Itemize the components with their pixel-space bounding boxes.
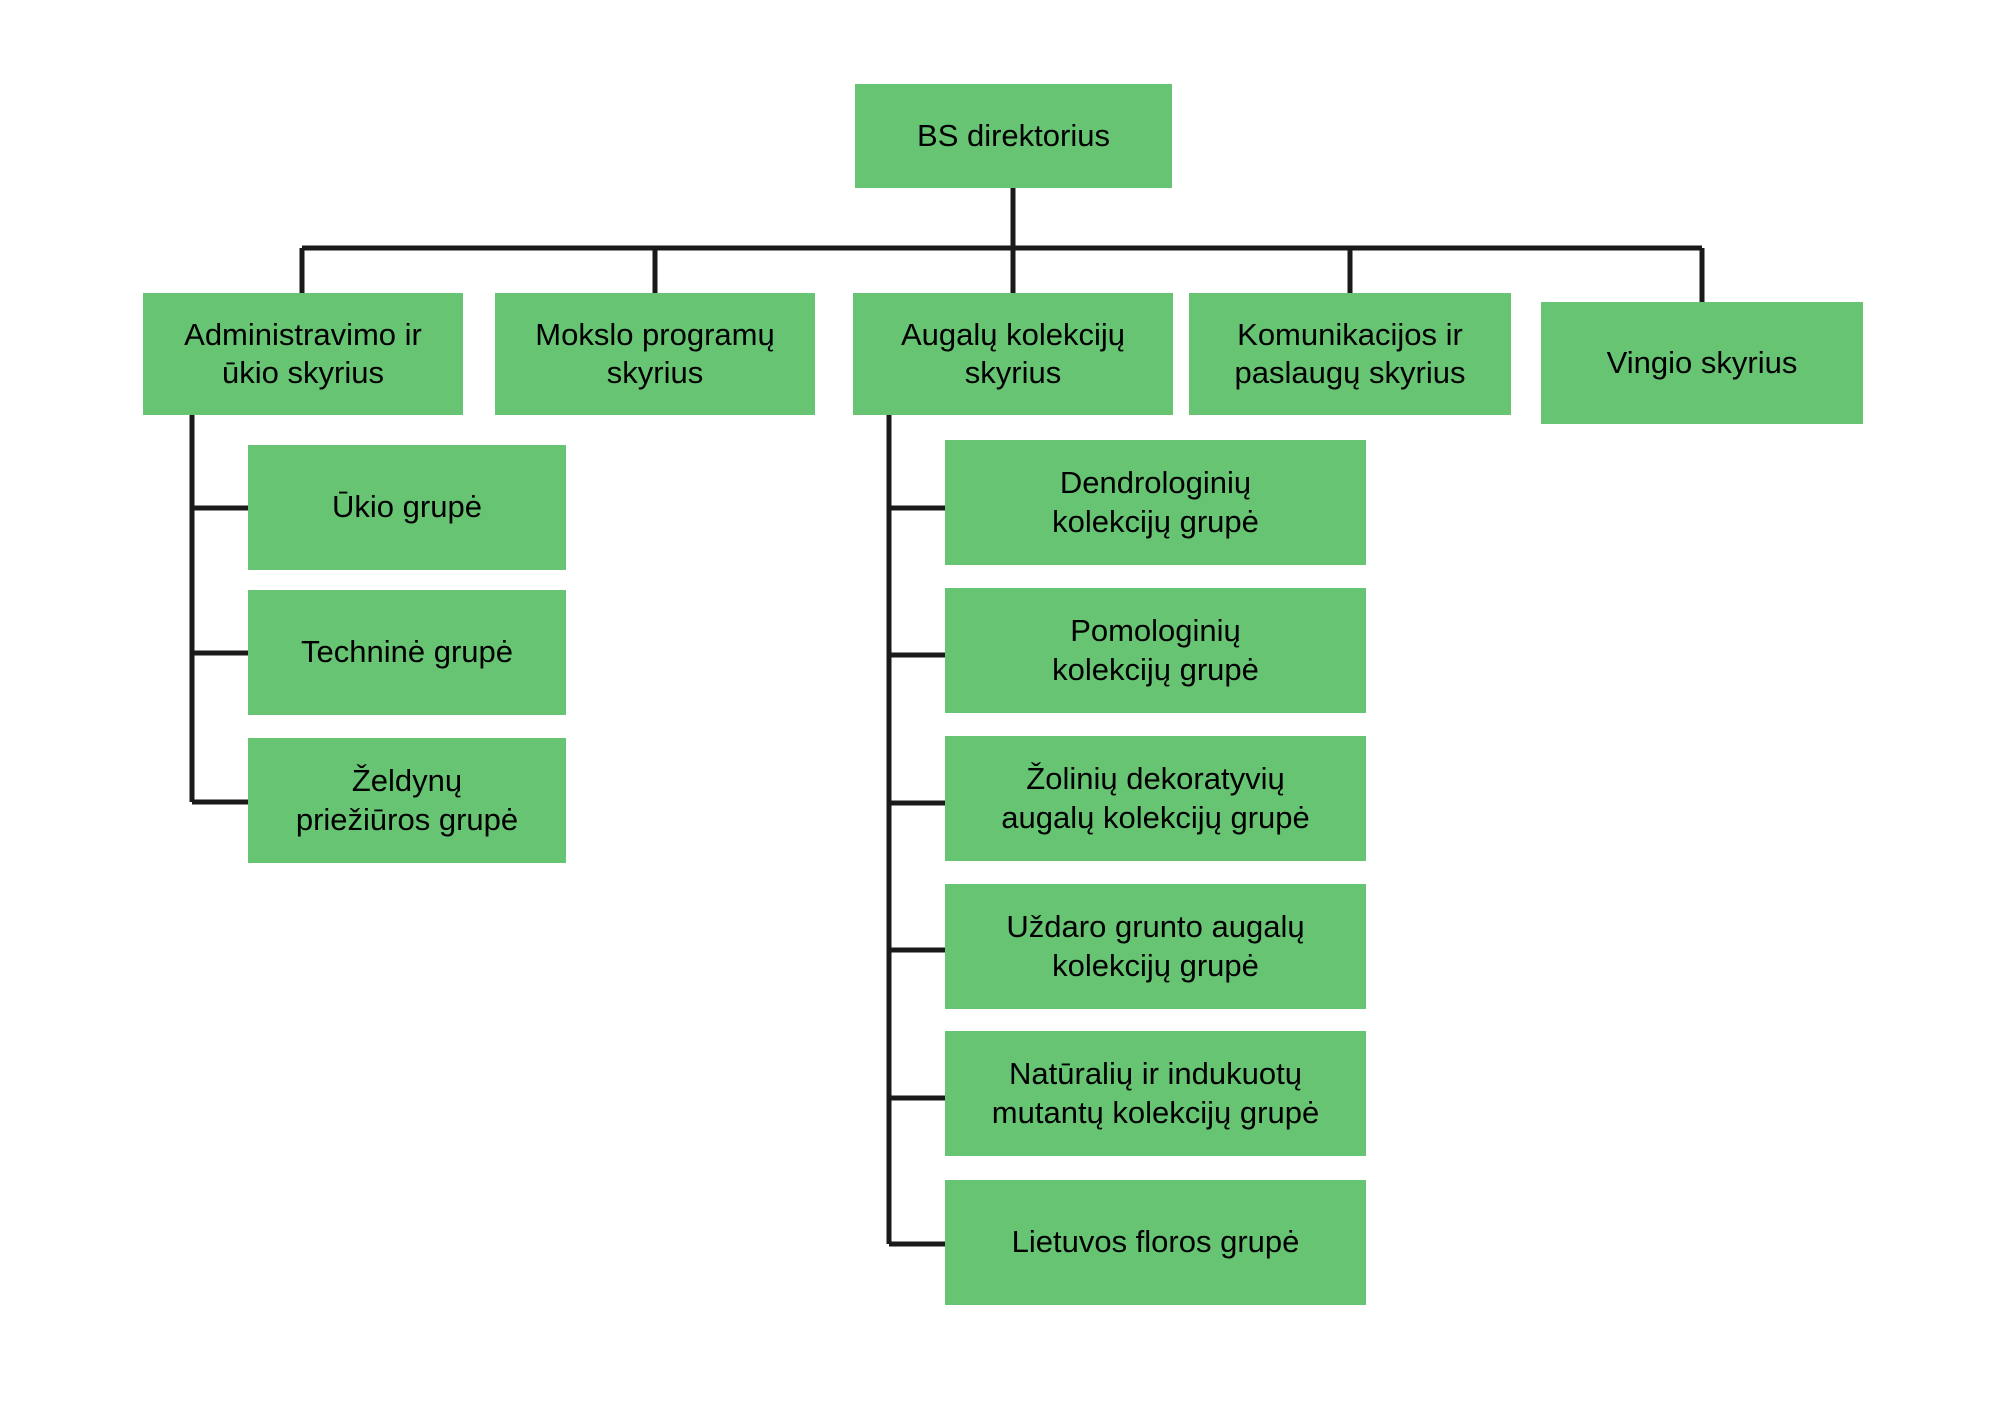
node-label: Lietuvos floros grupė [1011, 1224, 1300, 1260]
node-label: Augalų kolekcijų skyrius [900, 316, 1126, 390]
node-zeldynu-prieziuros-grupe[interactable]: Želdynų priežiūros grupė [248, 738, 566, 863]
node-technine-grupe[interactable]: Techninė grupė [248, 590, 566, 715]
node-label: Techninė grupė [301, 634, 513, 670]
node-label: Natūralių ir indukuotų mutantų kolekcijų… [991, 1056, 1320, 1130]
node-bs-direktorius[interactable]: BS direktorius [855, 84, 1172, 188]
node-label: Ūkio grupė [332, 489, 482, 525]
node-augalu-kolekciju-skyrius[interactable]: Augalų kolekcijų skyrius [853, 293, 1173, 415]
node-label: Uždaro grunto augalų kolekcijų grupė [1006, 909, 1305, 983]
node-uzdaro-grunto-augalu-kolekciju-grupe[interactable]: Uždaro grunto augalų kolekcijų grupė [945, 884, 1366, 1009]
node-komunikacijos-ir-paslaugu-skyrius[interactable]: Komunikacijos ir paslaugų skyrius [1189, 293, 1511, 415]
node-zoliniu-dekoratyviu-augalu-kolekciju-grupe[interactable]: Žolinių dekoratyvių augalų kolekcijų gru… [945, 736, 1366, 861]
node-label: Administravimo ir ūkio skyrius [184, 316, 422, 390]
node-vingio-skyrius[interactable]: Vingio skyrius [1541, 302, 1863, 424]
node-label: Pomologinių kolekcijų grupė [1052, 613, 1259, 687]
node-label: Vingio skyrius [1606, 344, 1798, 380]
node-label: BS direktorius [917, 117, 1110, 153]
node-label: Žolinių dekoratyvių augalų kolekcijų gru… [1001, 761, 1310, 835]
node-mokslo-programu-skyrius[interactable]: Mokslo programų skyrius [495, 293, 815, 415]
node-naturaliu-ir-indukuotu-mutantu-kolekciju-grupe[interactable]: Natūralių ir indukuotų mutantų kolekcijų… [945, 1031, 1366, 1156]
node-ukio-grupe[interactable]: Ūkio grupė [248, 445, 566, 570]
node-label: Želdynų priežiūros grupė [295, 763, 519, 837]
node-pomologiniu-kolekciju-grupe[interactable]: Pomologinių kolekcijų grupė [945, 588, 1366, 713]
node-label: Komunikacijos ir paslaugų skyrius [1234, 316, 1466, 390]
node-dendrologiniu-kolekciju-grupe[interactable]: Dendrologinių kolekcijų grupė [945, 440, 1366, 565]
node-label: Dendrologinių kolekcijų grupė [1052, 465, 1259, 539]
node-label: Mokslo programų skyrius [535, 316, 775, 390]
node-administravimo-ir-ukio-skyrius[interactable]: Administravimo ir ūkio skyrius [143, 293, 463, 415]
node-lietuvos-floros-grupe[interactable]: Lietuvos floros grupė [945, 1180, 1366, 1305]
